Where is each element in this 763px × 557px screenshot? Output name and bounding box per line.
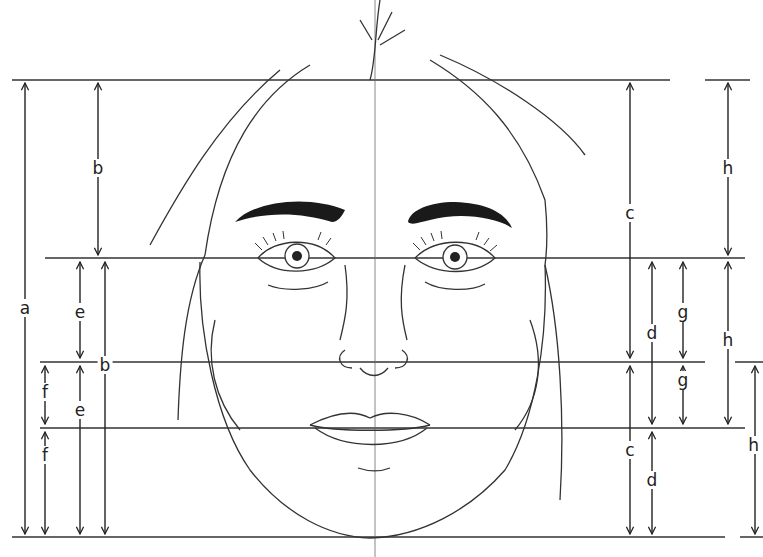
dimension-letter: d (645, 324, 660, 342)
center-line (375, 0, 376, 557)
dimension-arrows (25, 83, 755, 534)
dimension-letter: b (91, 159, 106, 177)
dimension-letter: g (676, 371, 691, 389)
dimension-letter: e (73, 401, 87, 419)
dimension-letter: f (40, 383, 50, 401)
face-outline (150, 0, 585, 538)
dimension-letter: e (73, 303, 87, 321)
dimension-letter: g (676, 303, 691, 321)
dimension-letter: a (18, 299, 32, 317)
dimension-letter: f (40, 446, 50, 464)
dimension-letter: h (721, 331, 736, 349)
dimension-letter: c (623, 441, 636, 459)
dimension-letter: d (645, 471, 660, 489)
dimension-letter: c (623, 204, 636, 222)
dimension-letter: h (721, 159, 736, 177)
irises (285, 244, 467, 269)
dimension-letter: h (746, 436, 761, 454)
guide-lines (12, 80, 763, 537)
eyebrows (235, 201, 512, 228)
dimension-letter: b (98, 356, 113, 374)
